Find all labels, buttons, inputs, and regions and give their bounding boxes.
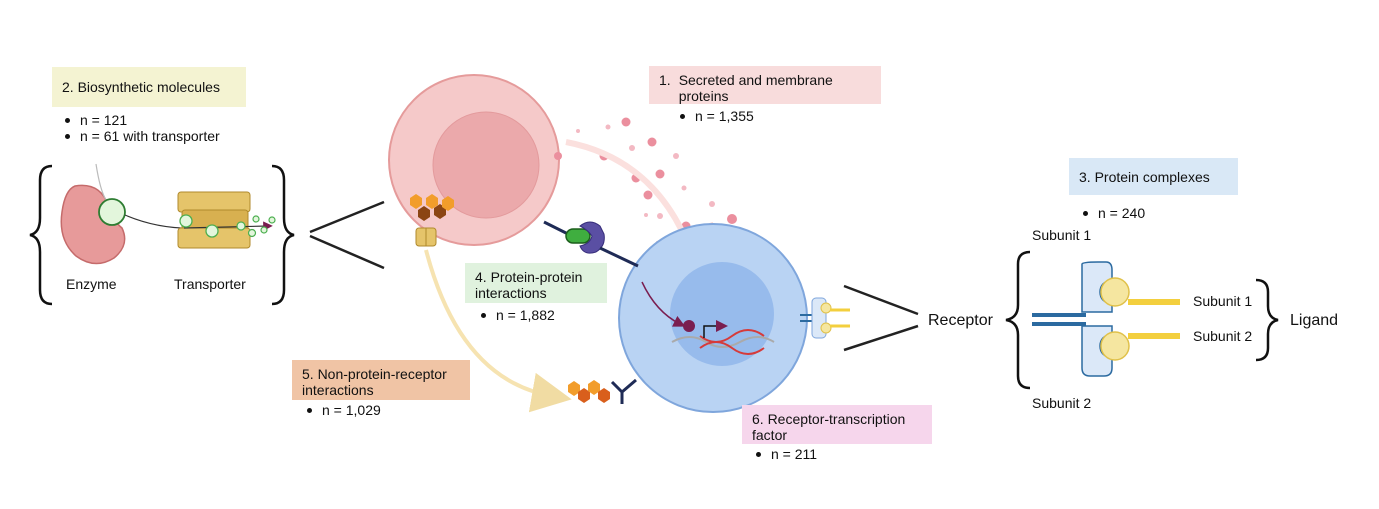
connector-line-upper xyxy=(309,200,385,234)
category-tf-title: 6. Receptor-transcription factor xyxy=(752,411,906,443)
category-biosynthetic-bullets: n = 121 n = 61 with transporter xyxy=(60,112,220,144)
complex-right-brace xyxy=(1255,278,1279,362)
category-tf-count: n = 211 xyxy=(751,446,817,462)
transporter-label: Transporter xyxy=(174,276,246,292)
category-biosynthetic-box: 2. Biosynthetic molecules xyxy=(52,67,246,107)
category-biosynthetic-title: 2. Biosynthetic molecules xyxy=(62,79,220,95)
complex-left-brace xyxy=(1005,250,1031,390)
category-nonprotein-title: 5. Non-protein-receptor interactions xyxy=(302,366,447,398)
transporter-icon xyxy=(177,191,276,249)
enzyme-label: Enzyme xyxy=(66,276,117,292)
category-secreted-title: Secreted and membrane proteins xyxy=(678,72,833,104)
right-brace xyxy=(271,164,295,306)
receptor-wedge-upper xyxy=(843,284,919,316)
subunit-1-right-label: Subunit 1 xyxy=(1193,293,1253,309)
category-tf-box: 6. Receptor-transcription factor xyxy=(742,405,932,444)
protein-protein-interaction-icon xyxy=(543,220,639,268)
receptor-complex-icon xyxy=(1005,250,1279,390)
left-brace xyxy=(29,164,53,306)
category-biosynthetic-transporter-count: n = 61 with transporter xyxy=(60,128,220,144)
category-secreted-box: 1. Secreted and membrane proteins xyxy=(649,66,881,104)
category-ppi-box: 4. Protein-protein interactions xyxy=(465,263,607,303)
subunit-2-right-label: Subunit 2 xyxy=(1193,328,1253,344)
category-ppi-count: n = 1,882 xyxy=(476,307,555,323)
dna-icon xyxy=(671,320,775,355)
receptor-label: Receptor xyxy=(928,312,993,329)
category-complexes-title: 3. Protein complexes xyxy=(1079,168,1210,185)
category-secreted-count: n = 1,355 xyxy=(675,108,754,124)
category-tf-bullets: n = 211 xyxy=(751,446,817,462)
category-ppi-title: 4. Protein-protein interactions xyxy=(475,269,583,301)
ligand-receptor-icon xyxy=(800,297,850,339)
category-complexes-count: n = 240 xyxy=(1078,205,1145,221)
category-ppi-bullets: n = 1,882 xyxy=(476,307,555,323)
category-complexes-box: 3. Protein complexes xyxy=(1069,158,1238,195)
biosynthetic-panel xyxy=(29,163,385,306)
category-secreted-bullets: n = 1,355 xyxy=(675,108,754,124)
non-protein-receptor-icon xyxy=(424,249,637,413)
category-biosynthetic-count: n = 121 xyxy=(60,112,220,128)
category-secreted-number: 1. xyxy=(659,72,671,88)
category-complexes-bullets: n = 240 xyxy=(1078,205,1145,221)
enzyme-icon xyxy=(60,163,201,265)
receptor-wedge-lower xyxy=(843,324,919,352)
category-nonprotein-bullets: n = 1,029 xyxy=(302,402,381,418)
sender-cell-icon xyxy=(388,74,560,247)
connector-line-lower xyxy=(309,234,385,270)
category-nonprotein-count: n = 1,029 xyxy=(302,402,381,418)
ligand-label: Ligand xyxy=(1290,312,1339,329)
category-nonprotein-box: 5. Non-protein-receptor interactions xyxy=(292,360,470,400)
receiver-cell-icon xyxy=(618,223,808,413)
subunit-2-bottom-label: Subunit 2 xyxy=(1032,395,1092,411)
subunit-1-top-label: Subunit 1 xyxy=(1032,227,1092,243)
